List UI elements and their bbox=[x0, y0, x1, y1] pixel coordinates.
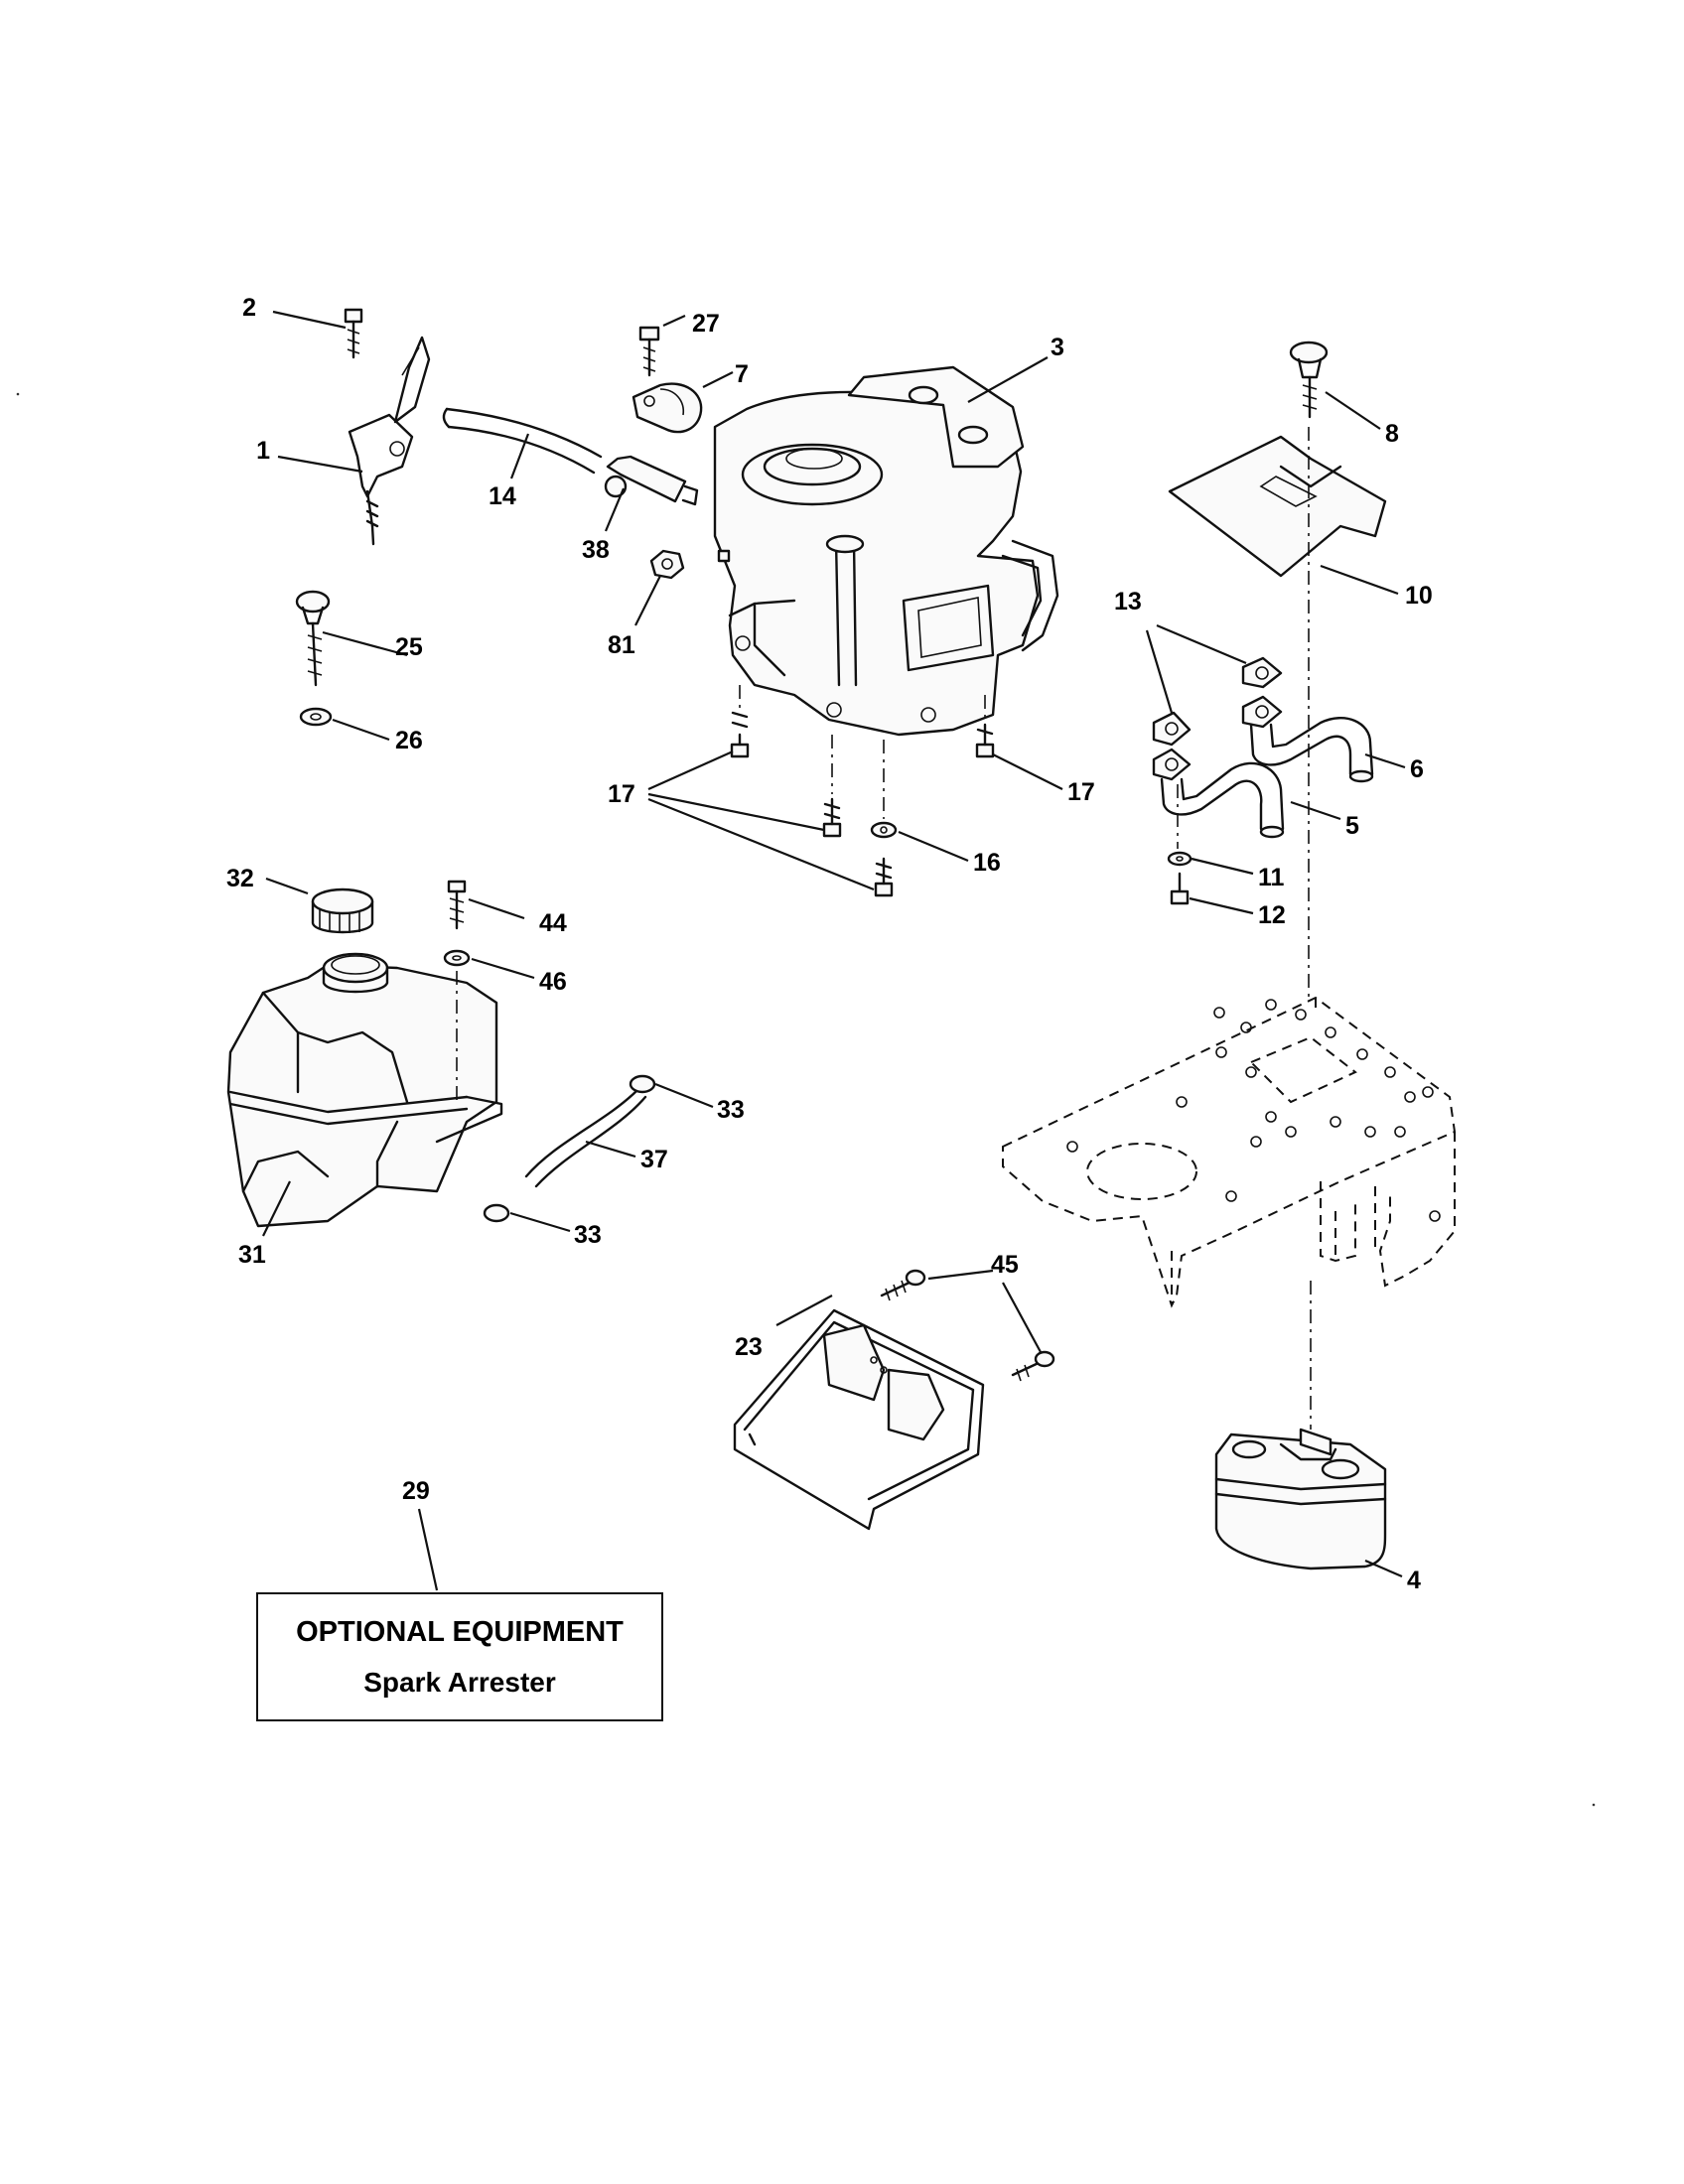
callout-17-left: 17 bbox=[608, 780, 635, 808]
callout-45: 45 bbox=[991, 1251, 1019, 1279]
fuel-tank-cap-part bbox=[311, 887, 374, 934]
screw-parts-45 bbox=[880, 1269, 1055, 1382]
throttle-control-part bbox=[348, 336, 431, 546]
callout-7: 7 bbox=[735, 360, 749, 388]
callout-14: 14 bbox=[489, 482, 516, 510]
callout-1: 1 bbox=[256, 437, 270, 465]
callout-31: 31 bbox=[238, 1241, 266, 1269]
washer-part-26 bbox=[299, 707, 333, 727]
fuel-line-37-part bbox=[483, 1074, 656, 1223]
muffler-part bbox=[1214, 1428, 1387, 1570]
callout-11: 11 bbox=[1258, 864, 1285, 891]
callout-6: 6 bbox=[1410, 755, 1424, 783]
callout-10: 10 bbox=[1405, 582, 1433, 610]
callout-44: 44 bbox=[539, 909, 567, 937]
callout-5: 5 bbox=[1345, 812, 1359, 840]
washer-part-46 bbox=[443, 949, 471, 967]
nut-part-81 bbox=[649, 549, 731, 580]
callout-4: 4 bbox=[1407, 1567, 1421, 1594]
callout-27: 27 bbox=[692, 310, 720, 338]
chassis-frame-phantom bbox=[1002, 996, 1457, 1308]
callout-16: 16 bbox=[973, 849, 1001, 877]
callout-33-bottom: 33 bbox=[574, 1221, 602, 1249]
spark-arrester-label: Spark Arrester bbox=[363, 1666, 556, 1698]
callout-46: 46 bbox=[539, 968, 567, 996]
callout-17-right: 17 bbox=[1067, 778, 1095, 806]
heat-shield-part bbox=[1168, 435, 1387, 578]
hose-clamp-part bbox=[632, 382, 703, 434]
optional-equipment-box: OPTIONAL EQUIPMENT Spark Arrester bbox=[256, 1592, 663, 1721]
callout-2: 2 bbox=[242, 294, 256, 322]
optional-equipment-title: OPTIONAL EQUIPMENT bbox=[296, 1615, 624, 1648]
callout-12: 12 bbox=[1258, 901, 1286, 929]
choke-knob-part bbox=[295, 590, 331, 687]
callout-81: 81 bbox=[608, 631, 635, 659]
callout-26: 26 bbox=[395, 727, 423, 754]
leader-lines bbox=[262, 310, 1406, 1591]
engine-part bbox=[713, 365, 1059, 737]
callout-33-top: 33 bbox=[717, 1096, 745, 1124]
scan-speck bbox=[1592, 1803, 1596, 1807]
exhaust-pipe-5-part bbox=[1152, 748, 1285, 839]
fuel-tank-part bbox=[226, 952, 503, 1228]
callout-32: 32 bbox=[226, 865, 254, 892]
callout-25: 25 bbox=[395, 633, 423, 661]
nut-part-8 bbox=[1289, 341, 1329, 419]
engine-centerlines bbox=[739, 685, 986, 819]
screw-part-27 bbox=[638, 326, 660, 377]
engine-mount-bolts bbox=[730, 711, 995, 897]
fuel-filter-part bbox=[604, 455, 699, 506]
callout-38: 38 bbox=[582, 536, 610, 564]
fuel-line-part bbox=[442, 407, 603, 475]
screw-part-44 bbox=[447, 880, 467, 930]
exhaust-pipe-6-part bbox=[1241, 695, 1374, 783]
muffler-guard-part bbox=[733, 1308, 985, 1531]
callout-23: 23 bbox=[735, 1333, 763, 1361]
exhaust-gaskets-part bbox=[1152, 656, 1283, 747]
washer-part-11 bbox=[1167, 851, 1193, 867]
callout-13: 13 bbox=[1114, 588, 1142, 615]
bolt-part-12 bbox=[1170, 872, 1190, 905]
callout-29: 29 bbox=[402, 1477, 430, 1505]
callout-8: 8 bbox=[1385, 420, 1399, 448]
scan-speck bbox=[16, 392, 20, 396]
callout-labels: 2 1 27 7 3 14 38 81 8 10 13 6 5 11 12 25… bbox=[226, 294, 1433, 1594]
callout-3: 3 bbox=[1051, 334, 1064, 361]
callout-37: 37 bbox=[640, 1146, 668, 1173]
screw-part-2 bbox=[344, 308, 363, 359]
